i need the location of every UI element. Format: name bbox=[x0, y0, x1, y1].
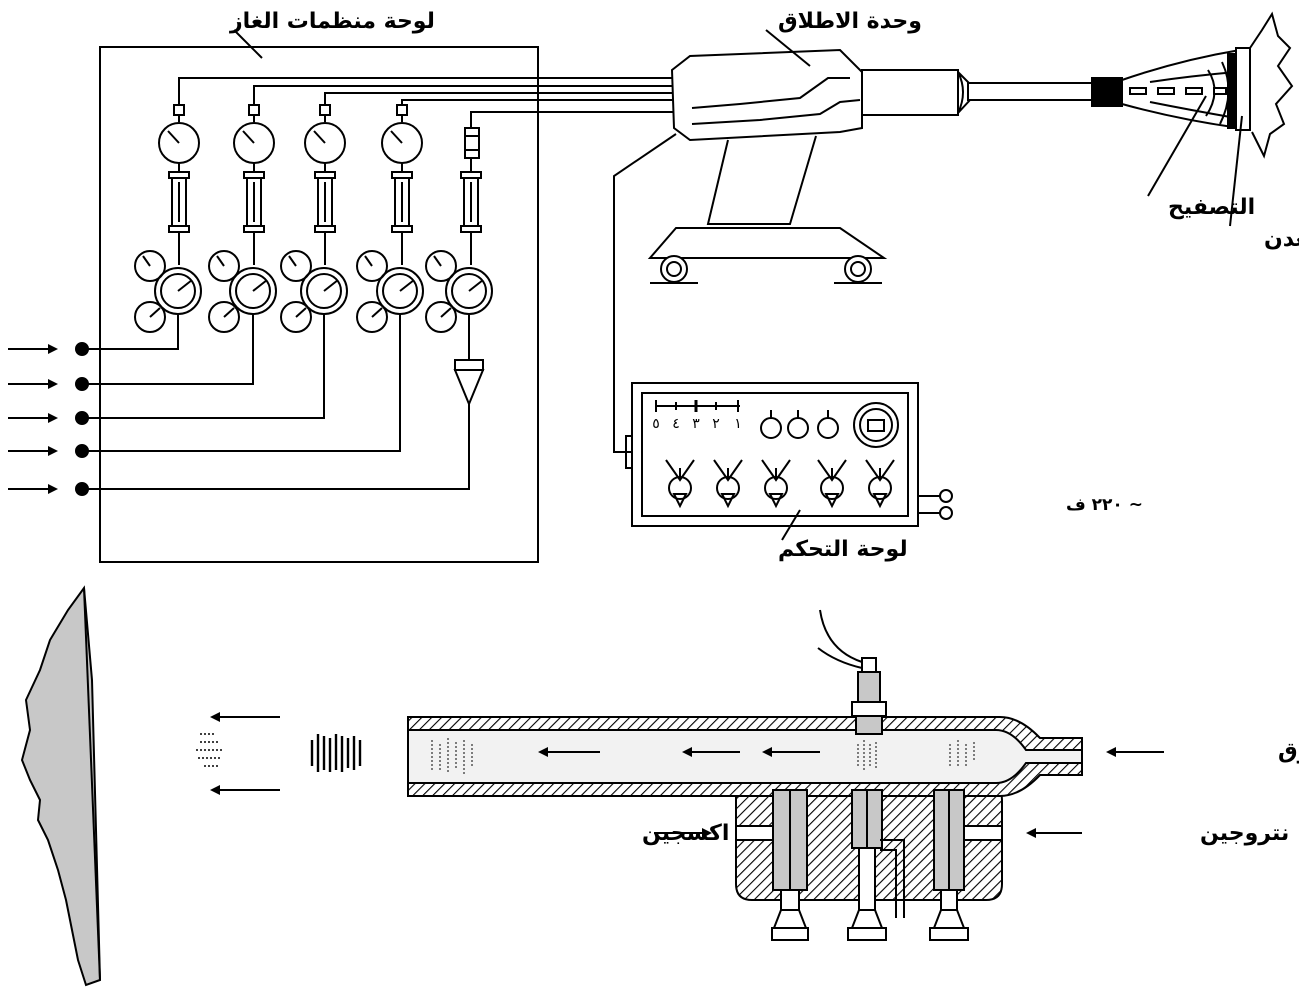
label-gas-panel: لوحة منظمات الغاز bbox=[229, 9, 435, 34]
substrate bbox=[20, 585, 102, 987]
igniter bbox=[817, 609, 887, 735]
gas-supply-lines bbox=[178, 77, 674, 120]
scale-tick-4: ٤ bbox=[672, 416, 680, 432]
gun-barrel bbox=[967, 82, 1093, 101]
valve-stem-3 bbox=[929, 789, 969, 941]
substrate-surface bbox=[20, 585, 102, 987]
inlet-arrows-bottom bbox=[654, 747, 1164, 838]
launch-unit-gun bbox=[613, 48, 1093, 453]
label-powder: المسحوق bbox=[1278, 739, 1299, 764]
label-launch-unit: وحدة الاطلاق bbox=[778, 9, 922, 34]
leader-lines bbox=[233, 29, 811, 67]
valve-1[interactable] bbox=[665, 459, 695, 509]
scale-tick-3: ٣ bbox=[692, 416, 700, 432]
control-knob-3[interactable] bbox=[817, 417, 839, 439]
spray-plume bbox=[1091, 11, 1294, 227]
nozzle bbox=[1091, 77, 1123, 107]
stand-wheel-left bbox=[650, 255, 698, 284]
label-control-panel: لوحة التحكم bbox=[778, 537, 908, 562]
valve-4[interactable] bbox=[817, 459, 847, 509]
valve-5[interactable] bbox=[865, 459, 895, 509]
regulator-column-5 bbox=[88, 120, 493, 490]
power-switch[interactable] bbox=[853, 402, 899, 448]
control-knob-1[interactable] bbox=[760, 417, 782, 439]
label-coating: التصفيح bbox=[1168, 195, 1255, 220]
gas-panel-frame bbox=[99, 46, 539, 563]
metal-plate bbox=[1235, 47, 1251, 131]
particle-stream bbox=[196, 733, 224, 767]
gun-handle bbox=[706, 135, 817, 225]
regulator-column-3 bbox=[88, 104, 348, 419]
gun-stand bbox=[647, 227, 888, 259]
gun-cross-section bbox=[407, 609, 1083, 941]
flow-arrows-out bbox=[210, 712, 280, 795]
regulator-column-4 bbox=[88, 104, 424, 452]
label-nitrogen: نتروجين bbox=[1200, 821, 1289, 846]
gun-body bbox=[670, 48, 863, 142]
gas-regulator-panel bbox=[88, 46, 674, 563]
barrel-bore bbox=[407, 729, 1083, 784]
label-metal: المعدن bbox=[1264, 227, 1299, 252]
power-terminals bbox=[918, 489, 953, 520]
particle-cluster bbox=[310, 734, 362, 772]
coating-layer bbox=[1227, 53, 1237, 129]
control-panel-connector bbox=[625, 435, 633, 469]
valve-3[interactable] bbox=[761, 459, 791, 509]
control-knob-2[interactable] bbox=[787, 417, 809, 439]
stand-wheel-right bbox=[834, 255, 882, 284]
label-voltage: ~ ٢٢٠ ف bbox=[1066, 495, 1143, 515]
control-panel bbox=[625, 382, 953, 541]
gas-inlet-arrows bbox=[8, 342, 89, 496]
valve-stem-2 bbox=[847, 789, 887, 941]
label-oxygen: اكسجين bbox=[642, 821, 729, 846]
powder-particles bbox=[431, 738, 975, 774]
valve-2[interactable] bbox=[713, 459, 743, 509]
gun-neck bbox=[861, 69, 959, 116]
scale-tick-2: ٢ bbox=[712, 416, 720, 432]
scale-tick-5: ٥ bbox=[652, 416, 660, 432]
regulator-column-1 bbox=[88, 104, 202, 350]
scale-tick-1: ١ bbox=[734, 416, 742, 432]
metal-burst bbox=[1249, 11, 1294, 159]
valve-stem-1 bbox=[771, 789, 809, 941]
regulator-column-2 bbox=[88, 104, 277, 385]
